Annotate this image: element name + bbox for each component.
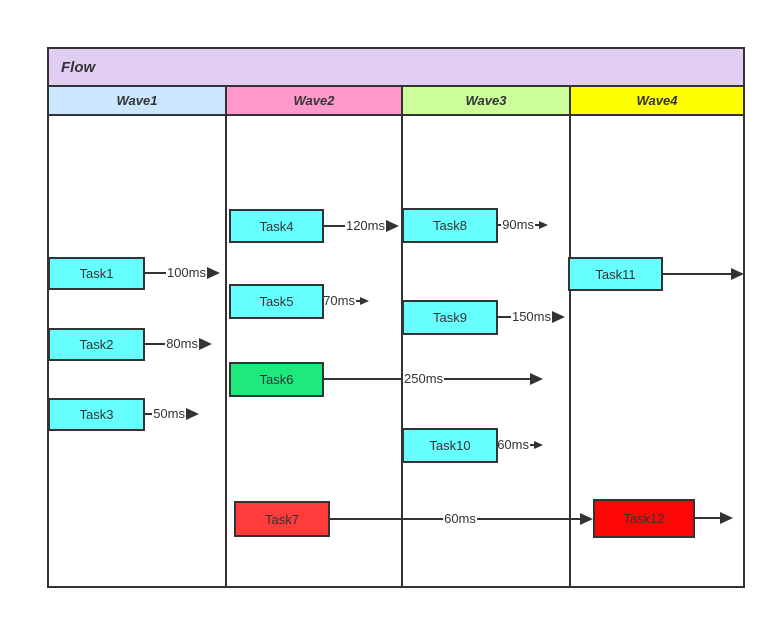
task-label: Task12 <box>623 511 665 526</box>
lane-header-wave3[interactable]: Wave3 <box>403 87 571 114</box>
arrowhead-icon <box>539 221 548 229</box>
duration-label: 120ms <box>344 217 386 235</box>
lane-header-wave1[interactable]: Wave1 <box>49 87 227 114</box>
duration-label: 60ms <box>496 436 530 454</box>
task-node-task10[interactable]: Task10 <box>402 428 498 463</box>
task-node-task4[interactable]: Task4 <box>229 209 324 243</box>
task-node-task5[interactable]: Task5 <box>229 284 324 319</box>
lane-header-wave4[interactable]: Wave4 <box>571 87 743 114</box>
task-label: Task10 <box>429 438 471 453</box>
lane-header-wave2[interactable]: Wave2 <box>227 87 403 114</box>
arrowhead-icon <box>207 267 220 279</box>
title-bar[interactable]: Flow <box>49 49 743 87</box>
arrow-line <box>661 273 739 275</box>
arrowhead-icon <box>386 220 399 232</box>
task-node-task7[interactable]: Task7 <box>234 501 330 537</box>
lane-divider <box>401 116 403 586</box>
duration-label: 90ms <box>501 216 535 234</box>
task-node-task12[interactable]: Task12 <box>593 499 695 538</box>
arrowhead-icon <box>360 297 369 305</box>
arrowhead-icon <box>552 311 565 323</box>
duration-label: 50ms <box>152 405 186 423</box>
task-node-task1[interactable]: Task1 <box>48 257 145 290</box>
task-node-task3[interactable]: Task3 <box>48 398 145 431</box>
duration-label: 150ms <box>510 308 552 326</box>
arrowhead-icon <box>186 408 199 420</box>
task-label: Task4 <box>259 218 294 234</box>
duration-label: 100ms <box>165 264 207 282</box>
arrowhead-icon <box>731 268 744 280</box>
arrowhead-icon <box>534 441 543 449</box>
task-label: Task8 <box>433 218 467 233</box>
task-label: Task5 <box>259 294 294 309</box>
duration-label: 80ms <box>165 335 199 353</box>
arrowhead-icon <box>720 512 733 524</box>
task-node-task6[interactable]: Task6 <box>229 362 324 397</box>
task-label: Task6 <box>259 372 294 387</box>
lane-divider <box>569 116 571 586</box>
arrowhead-icon <box>530 373 543 385</box>
arrow-line <box>693 517 728 519</box>
lane-divider <box>225 116 227 586</box>
diagram-title: Flow <box>61 58 96 76</box>
task-label: Task7 <box>265 511 299 527</box>
task-label: Task3 <box>79 407 114 422</box>
arrowhead-icon <box>580 513 593 525</box>
duration-label: 60ms <box>443 510 477 528</box>
task-node-task8[interactable]: Task8 <box>402 208 498 243</box>
task-label: Task2 <box>79 337 114 352</box>
task-node-task2[interactable]: Task2 <box>48 328 145 361</box>
task-label: Task9 <box>433 310 467 325</box>
task-label: Task1 <box>79 266 114 281</box>
duration-label: 70ms <box>322 292 356 310</box>
duration-label: 250ms <box>403 370 445 388</box>
task-node-task9[interactable]: Task9 <box>402 300 498 335</box>
lane-header-row: Wave1 Wave2 Wave3 Wave4 <box>49 87 743 116</box>
arrowhead-icon <box>199 338 212 350</box>
task-label: Task11 <box>595 266 636 282</box>
task-node-task11[interactable]: Task11 <box>568 257 663 291</box>
